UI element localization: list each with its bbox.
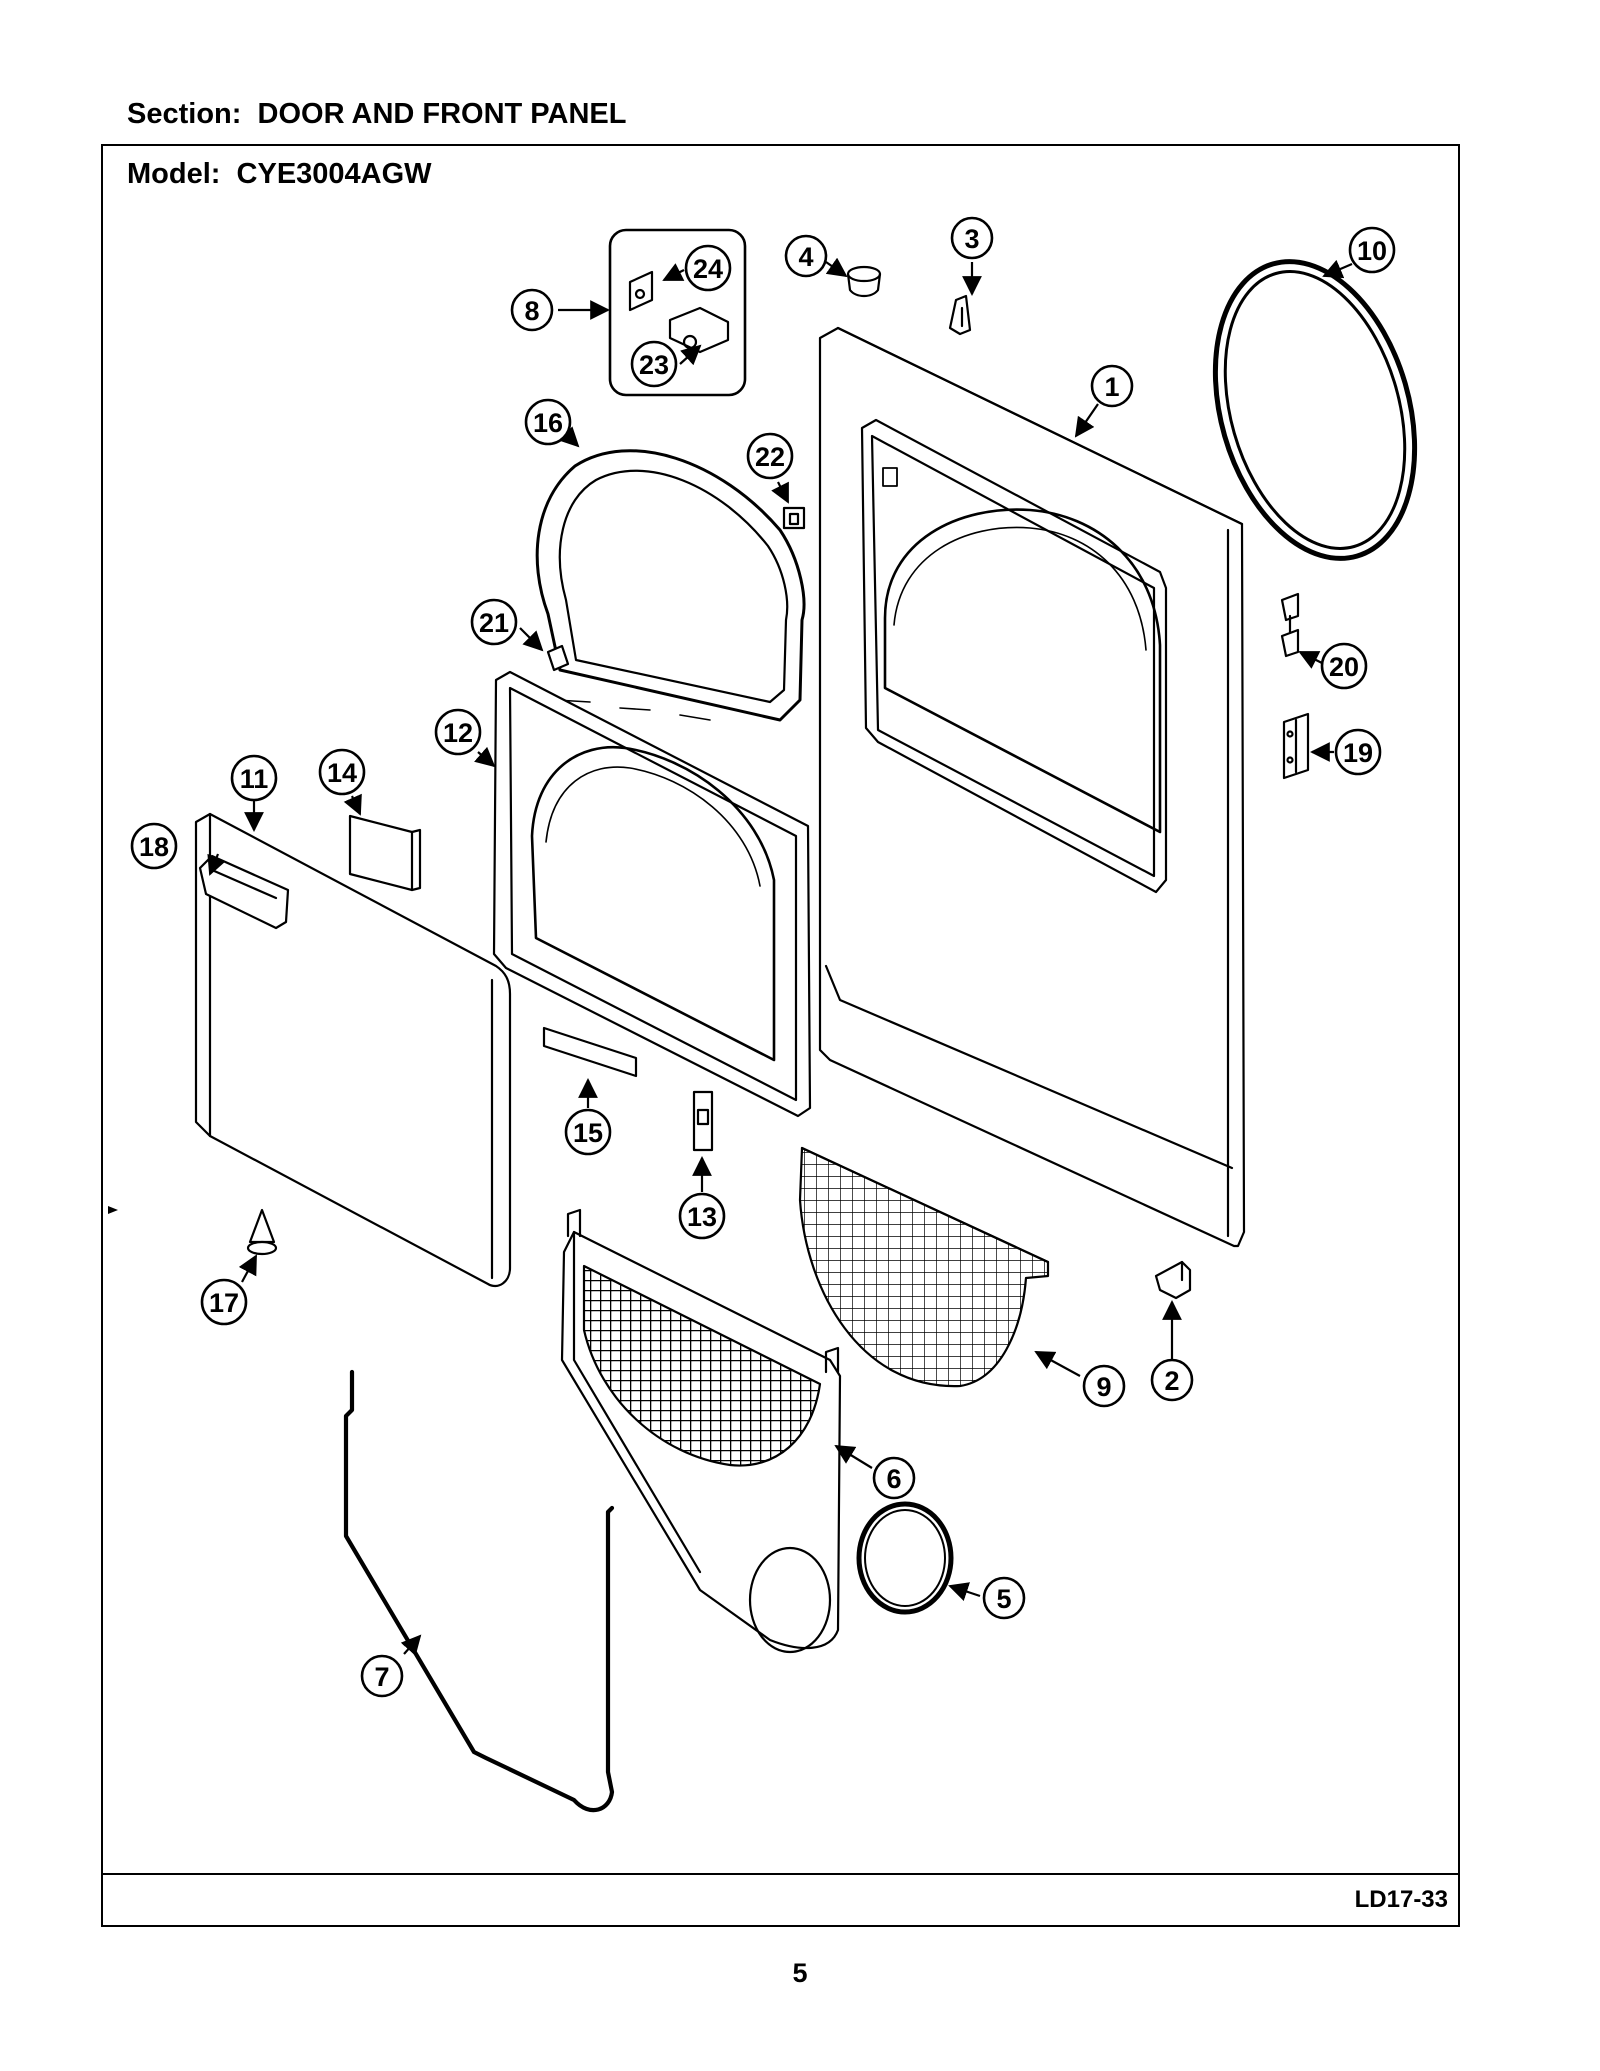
callout-14: 14 (318, 748, 366, 796)
svg-text:23: 23 (639, 350, 669, 380)
part-bracket-2 (1154, 1260, 1192, 1300)
svg-text:14: 14 (327, 758, 357, 788)
svg-text:17: 17 (209, 1288, 239, 1318)
part-pin-17 (246, 1208, 278, 1256)
svg-text:12: 12 (443, 718, 473, 748)
part-switch-assembly (608, 228, 747, 397)
callout-3: 3 (950, 216, 994, 260)
diagram-frame (101, 144, 1460, 1927)
part-door-frame (492, 670, 812, 1118)
part-inner-door-liner (535, 449, 806, 722)
part-lint-screen (798, 1146, 1050, 1388)
section-title: Section: DOOR AND FRONT PANEL (127, 98, 627, 130)
part-strip-15 (542, 1026, 638, 1078)
callout-22: 22 (746, 432, 794, 480)
page-number: 5 (792, 1958, 808, 1988)
part-panel-seal (343, 1369, 615, 1813)
diagram-code: LD17-33 (1354, 1886, 1448, 1913)
callout-4: 4 (784, 234, 828, 278)
svg-text:7: 7 (374, 1662, 389, 1692)
svg-text:22: 22 (755, 442, 785, 472)
callout-21: 21 (470, 598, 518, 646)
part-clip-21 (546, 644, 570, 672)
part-plug (846, 265, 882, 298)
svg-text:21: 21 (479, 608, 509, 638)
callout-13: 13 (678, 1192, 726, 1240)
callout-2: 2 (1150, 1358, 1194, 1402)
callout-19: 19 (1334, 728, 1382, 776)
svg-text:19: 19 (1343, 738, 1373, 768)
exploded-parts-diagram: 1 2 3 4 5 6 7 8 9 10 11 12 13 14 15 16 1… (108, 216, 1418, 1813)
part-outer-door (194, 812, 512, 1288)
callout-8: 8 (510, 288, 554, 332)
callout-1: 1 (1090, 364, 1134, 408)
svg-text:4: 4 (798, 242, 813, 272)
callout-10: 10 (1348, 226, 1396, 274)
svg-text:5: 5 (996, 1584, 1011, 1614)
part-hinge-19 (1282, 712, 1310, 780)
svg-text:20: 20 (1329, 652, 1359, 682)
svg-text:18: 18 (139, 832, 169, 862)
model-title: Model: CYE3004AGW (127, 158, 432, 190)
leader-arrows (207, 257, 1353, 1656)
svg-text:1: 1 (1104, 372, 1119, 402)
svg-text:3: 3 (964, 224, 979, 254)
svg-text:2: 2 (1164, 1366, 1179, 1396)
part-hinge-20 (1280, 592, 1300, 658)
callout-9: 9 (1082, 1364, 1126, 1408)
callout-23: 23 (630, 340, 678, 388)
part-front-panel (818, 326, 1246, 1248)
callout-20: 20 (1320, 642, 1368, 690)
part-clip-3 (948, 294, 972, 336)
footer-divider (101, 1873, 1460, 1875)
svg-text:15: 15 (573, 1118, 603, 1148)
svg-text:11: 11 (240, 764, 269, 794)
svg-text:24: 24 (693, 254, 723, 284)
part-bracket-22 (782, 506, 806, 530)
callout-18: 18 (130, 822, 178, 870)
callout-11: 11 (230, 754, 278, 802)
part-door-seal (1212, 259, 1418, 561)
part-duct-gasket (856, 1501, 954, 1615)
part-latch-13 (692, 1090, 714, 1152)
part-lint-duct (560, 1208, 842, 1654)
callout-16: 16 (524, 398, 572, 446)
svg-text:9: 9 (1096, 1372, 1111, 1402)
callout-12: 12 (434, 708, 482, 756)
svg-text:13: 13 (687, 1202, 717, 1232)
svg-text:16: 16 (533, 408, 563, 438)
part-pad-14 (348, 814, 422, 892)
svg-text:10: 10 (1357, 236, 1387, 266)
callout-5: 5 (982, 1576, 1026, 1620)
callout-7: 7 (360, 1654, 404, 1698)
callout-6: 6 (872, 1456, 916, 1500)
callout-24: 24 (684, 244, 732, 292)
callout-15: 15 (564, 1108, 612, 1156)
margin-mark (108, 1206, 118, 1214)
svg-text:8: 8 (524, 296, 539, 326)
svg-text:6: 6 (886, 1464, 901, 1494)
callout-17: 17 (200, 1278, 248, 1326)
callouts: 1 2 3 4 5 6 7 8 9 10 11 12 13 14 15 16 1… (130, 216, 1396, 1698)
